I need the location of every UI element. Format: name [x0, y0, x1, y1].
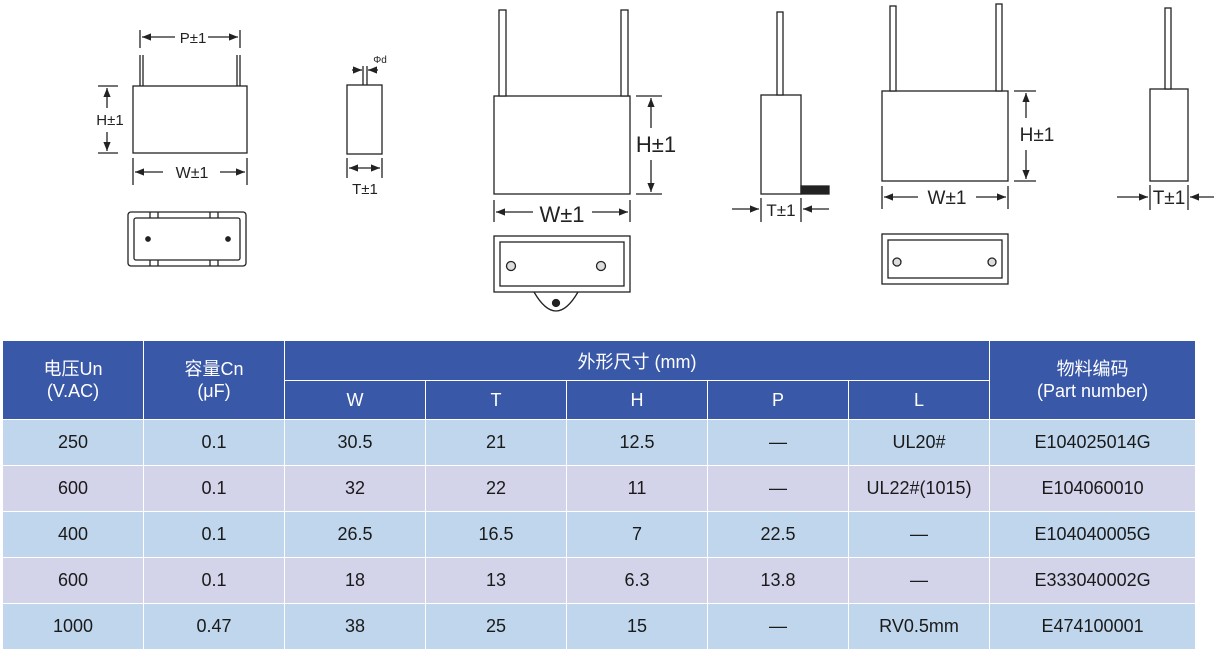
table-row: 1000 0.47 38 25 15 — RV0.5mm E474100001	[2, 603, 1197, 650]
fig1-p-label: P±1	[180, 30, 207, 47]
cell-t: 22	[425, 465, 567, 512]
cell-un: 600	[2, 465, 144, 512]
cell-un: 400	[2, 511, 144, 558]
cell-w: 32	[284, 465, 426, 512]
cell-p: —	[707, 419, 849, 466]
cell-w: 38	[284, 603, 426, 650]
cell-t: 16.5	[425, 511, 567, 558]
header-capacitance: 容量Cn (μF)	[143, 340, 285, 420]
capacitor-fig5	[881, 3, 1036, 285]
cell-p: —	[707, 465, 849, 512]
fig5-h-label: H±1	[1020, 125, 1055, 146]
cell-part: E474100001	[989, 603, 1197, 650]
cell-cn: 0.1	[143, 557, 285, 604]
header-voltage: 电压Un (V.AC)	[2, 340, 144, 420]
header-p: P	[707, 380, 849, 420]
fig1-h-label: H±1	[96, 112, 123, 129]
cell-p: —	[707, 603, 849, 650]
cell-part: E104040005G	[989, 511, 1197, 558]
capacitor-outline-drawings: P±1 H±1 W±1 Φd T±1 H±1 W±1 T±1 H±1 W±1 T…	[96, 3, 1214, 312]
cell-p: 13.8	[707, 557, 849, 604]
cell-w: 26.5	[284, 511, 426, 558]
cell-t: 21	[425, 419, 567, 466]
cell-un: 250	[2, 419, 144, 466]
dimension-drawings: P±1 H±1 W±1 Φd T±1 H±1 W±1 T±1 H±1 W±1 T…	[96, 3, 1214, 312]
header-t: T	[425, 380, 567, 420]
cell-h: 12.5	[566, 419, 708, 466]
cell-w: 18	[284, 557, 426, 604]
header-w: W	[284, 380, 426, 420]
cell-cn: 0.47	[143, 603, 285, 650]
header-part-number: 物料编码 (Part number)	[989, 340, 1197, 420]
cell-part: E104060010	[989, 465, 1197, 512]
cell-h: 7	[566, 511, 708, 558]
capacitor-fig1	[98, 30, 248, 267]
cell-part: E104025014G	[989, 419, 1197, 466]
fig2-d-label: Φd	[373, 55, 387, 66]
cell-p: 22.5	[707, 511, 849, 558]
fig1-w-label: W±1	[176, 165, 209, 182]
cell-l: —	[847, 511, 991, 558]
capacitor-fig2	[346, 66, 383, 178]
cell-l: RV0.5mm	[847, 603, 991, 650]
cell-l: UL20#	[847, 419, 991, 466]
capacitor-fig4	[732, 11, 830, 222]
fig3-w-label: W±1	[539, 202, 584, 227]
cell-w: 30.5	[284, 419, 426, 466]
cell-cn: 0.1	[143, 465, 285, 512]
cell-un: 1000	[2, 603, 144, 650]
cell-t: 25	[425, 603, 567, 650]
cell-h: 11	[566, 465, 708, 512]
fig3-h-label: H±1	[636, 132, 676, 157]
cell-part: E333040002G	[989, 557, 1197, 604]
table-row: 600 0.1 18 13 6.3 13.8 — E333040002G	[2, 557, 1197, 604]
header-l: L	[847, 380, 991, 420]
cell-cn: 0.1	[143, 511, 285, 558]
cell-h: 15	[566, 603, 708, 650]
cell-l: UL22#(1015)	[847, 465, 991, 512]
cell-t: 13	[425, 557, 567, 604]
cell-l: —	[847, 557, 991, 604]
fig6-t-label: T±1	[1153, 188, 1186, 209]
cell-h: 6.3	[566, 557, 708, 604]
header-h: H	[566, 380, 708, 420]
cell-cn: 0.1	[143, 419, 285, 466]
table-row: 250 0.1 30.5 21 12.5 — UL20# E104025014G	[2, 419, 1197, 466]
fig4-t-label: T±1	[766, 201, 795, 220]
fig5-w-label: W±1	[928, 188, 967, 209]
cell-un: 600	[2, 557, 144, 604]
header-dimensions: 外形尺寸 (mm)	[283, 340, 991, 381]
fig2-t-label: T±1	[352, 181, 378, 198]
capacitor-fig3	[493, 9, 662, 312]
capacitor-fig6	[1117, 7, 1214, 210]
table-row: 400 0.1 26.5 16.5 7 22.5 — E104040005G	[2, 511, 1197, 558]
table-row: 600 0.1 32 22 11 — UL22#(1015) E10406001…	[2, 465, 1197, 512]
spec-table: 电压Un (V.AC) 容量Cn (μF) 外形尺寸 (mm) 物料编码 (Pa…	[2, 340, 1197, 650]
